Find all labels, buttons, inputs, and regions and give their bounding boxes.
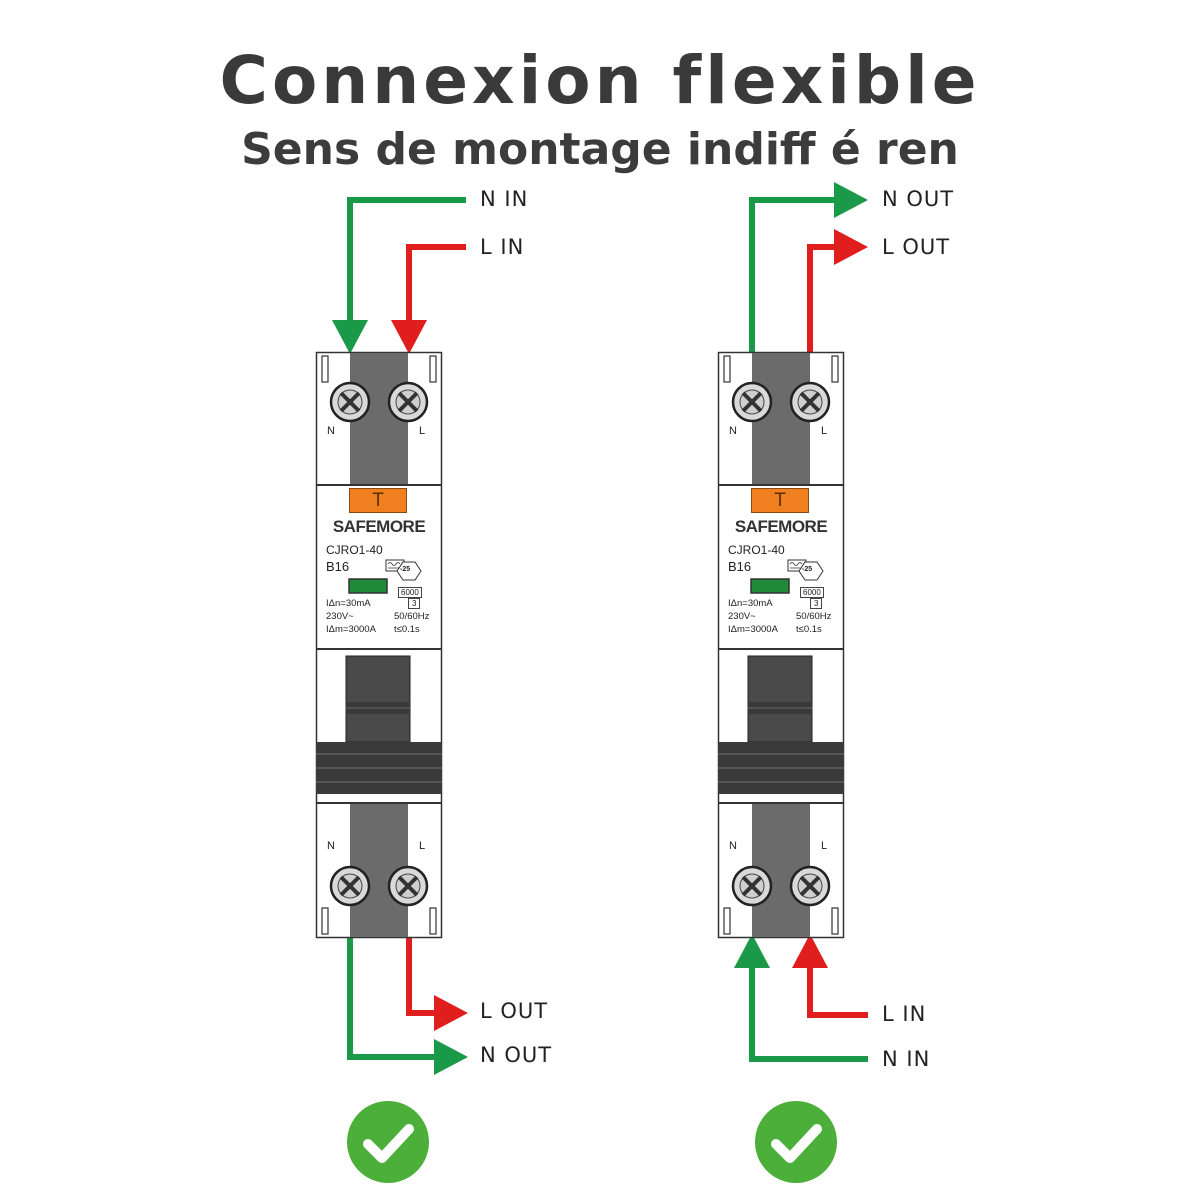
terminal-label-l-bottom: L [821,840,828,852]
temperature-value: -25 [400,566,411,573]
current-rating: B16 [728,559,752,574]
terminal-screw-l-top-icon [387,381,429,423]
energy-class: 3 [408,598,421,609]
left-bottom-l-label: L OUT [480,999,549,1023]
terminal-label-n-bottom: N [729,840,737,852]
spec-voltage: 230V~ [326,611,354,622]
right-n-out-wire [749,182,868,354]
temperature-badge-icon [798,561,824,581]
page-subtitle: Sens de montage indiff é ren [241,124,959,175]
breaker-body [717,351,845,939]
spec-trip-time: t≤0.1s [796,624,822,635]
left-top-n-label: N IN [480,187,529,211]
left-bottom-n-label: N OUT [480,1043,553,1067]
left-l-out-wire [406,936,468,1031]
spec-rated-break: IΔm=3000A [326,624,376,635]
terminal-label-n-top: N [327,425,335,437]
breaker-body [315,351,443,939]
right-top-l-label: L OUT [882,235,951,259]
right-bottom-n-label: N IN [882,1047,931,1071]
left-n-in-wire [332,197,466,354]
temperature-badge-icon [396,561,422,581]
spec-frequency: 50/60Hz [394,611,430,622]
terminal-screw-n-bottom-icon [329,865,371,907]
status-indicator [750,578,790,594]
terminal-screw-n-top-icon [329,381,371,423]
right-check-icon [755,1101,837,1183]
test-button[interactable]: T [751,488,809,513]
breaker-device-right: T N L SAFEMORE CJRO1-40 B16 -25 6000 3 I… [717,351,845,939]
terminal-screw-l-top-icon [789,381,831,423]
spec-trip-time: t≤0.1s [394,624,420,635]
right-l-in-wire [792,934,868,1018]
terminal-screw-l-bottom-icon [387,865,429,907]
left-l-in-wire [391,244,466,354]
breaking-capacity: 6000 [398,587,422,598]
left-top-l-label: L IN [480,235,525,259]
terminal-label-l-bottom: L [419,840,426,852]
spec-residual-current: IΔn=30mA [326,598,371,609]
spec-voltage: 230V~ [728,611,756,622]
right-bottom-l-label: L IN [882,1002,927,1026]
right-l-out-wire [807,229,868,354]
spec-rated-break: IΔm=3000A [728,624,778,635]
terminal-label-n-bottom: N [327,840,335,852]
current-rating: B16 [326,559,350,574]
temperature-value: -25 [802,566,813,573]
energy-class: 3 [810,598,823,609]
spec-frequency: 50/60Hz [796,611,832,622]
breaking-capacity: 6000 [800,587,824,598]
status-indicator [348,578,388,594]
model-number: CJRO1-40 [326,543,383,557]
terminal-screw-n-bottom-icon [731,865,773,907]
model-number: CJRO1-40 [728,543,785,557]
terminal-screw-l-bottom-icon [789,865,831,907]
page-title: Connexion flexible [219,42,981,119]
terminal-label-n-top: N [729,425,737,437]
terminal-label-l-top: L [821,425,828,437]
right-top-n-label: N OUT [882,187,955,211]
right-n-in-wire [734,934,868,1062]
brand-name: SAFEMORE [734,517,828,536]
brand-name: SAFEMORE [332,517,426,536]
left-check-icon [347,1101,429,1183]
terminal-label-l-top: L [419,425,426,437]
test-button[interactable]: T [349,488,407,513]
spec-residual-current: IΔn=30mA [728,598,773,609]
left-n-out-wire [347,936,468,1075]
breaker-device-left: T N L SAFEMORE CJRO1-40 B16 -25 6000 3 I… [315,351,443,939]
terminal-screw-n-top-icon [731,381,773,423]
